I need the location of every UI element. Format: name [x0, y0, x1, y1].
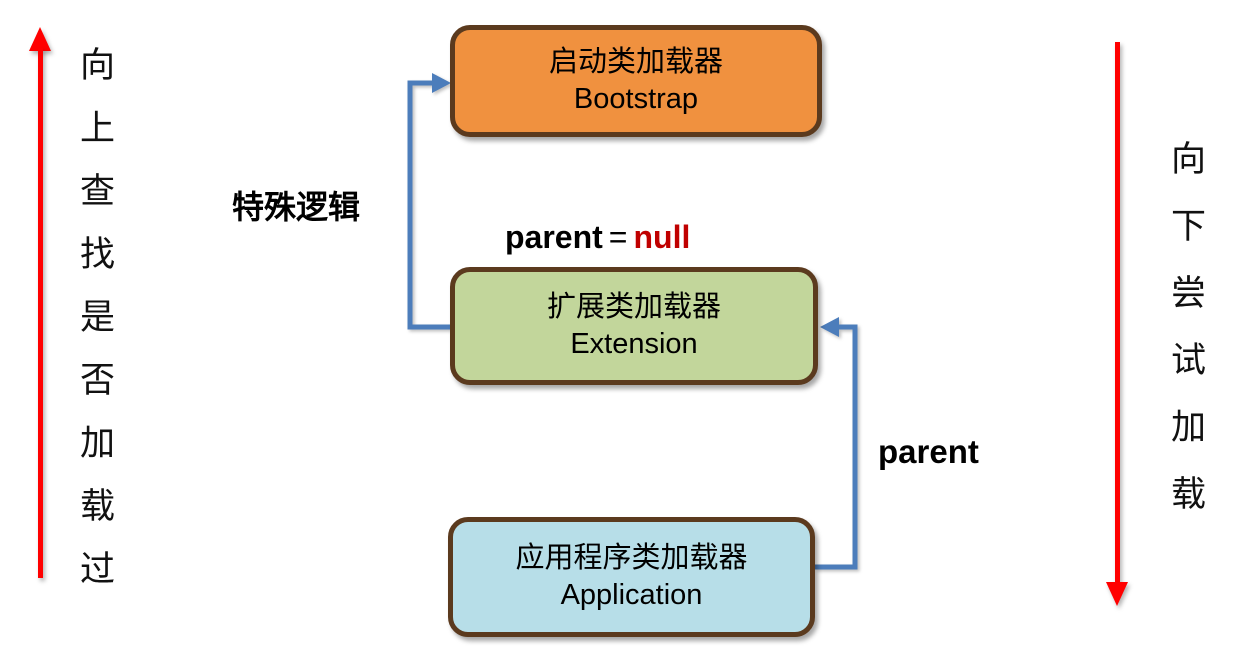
extension-title-zh: 扩展类加载器	[546, 291, 721, 323]
application-to-extension-connector	[815, 317, 858, 570]
down-arrowhead-icon	[1106, 582, 1128, 606]
node-extension-classloader: 扩展类加载器 Extension	[450, 267, 818, 385]
bootstrap-title-zh: 启动类加载器	[548, 46, 723, 78]
node-application-classloader: 应用程序类加载器 Application	[448, 517, 815, 637]
parent-edge-label: parent	[878, 433, 979, 470]
application-title-en: Application	[560, 579, 703, 611]
up-arrowhead-icon	[29, 27, 51, 51]
left-flow-caption: 向上查找是否加载过	[75, 46, 114, 613]
bootstrap-title-en: Bootstrap	[573, 83, 699, 115]
parent-null-label: parent=null	[505, 219, 690, 256]
application-title-zh: 应用程序类加载器	[515, 542, 748, 574]
left-arrowhead-icon	[820, 317, 839, 337]
up-arrow-line	[38, 48, 43, 578]
node-bootstrap-classloader: 启动类加载器 Bootstrap	[450, 25, 822, 137]
right-flow-caption: 向下尝试加载	[1166, 140, 1205, 542]
down-arrow-line	[1115, 42, 1120, 582]
parent-null-equals: =	[608, 219, 628, 255]
parent-null-value: null	[633, 219, 691, 255]
extension-to-bootstrap-connector	[407, 73, 451, 330]
parent-null-lhs: parent	[505, 219, 603, 255]
special-logic-label: 特殊逻辑	[232, 189, 361, 225]
right-arrowhead-icon	[432, 73, 451, 93]
extension-title-en: Extension	[570, 328, 698, 360]
